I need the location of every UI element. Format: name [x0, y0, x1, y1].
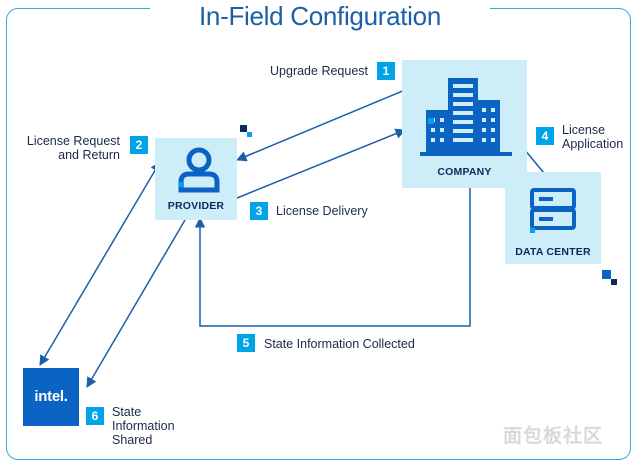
provider-label: PROVIDER — [167, 200, 225, 212]
intel-logo: intel. — [23, 368, 79, 426]
step-5-label: State Information Collected — [264, 337, 415, 351]
step-3-label: License Delivery — [276, 204, 368, 218]
arrow-license-request-return — [39, 161, 161, 366]
watermark: 面包板社区 — [503, 426, 604, 447]
data-center-label: DATA CENTER — [515, 246, 591, 258]
server-icon — [530, 188, 576, 233]
decor-square — [247, 132, 252, 137]
decor-square — [240, 125, 247, 132]
arrow-license-delivery — [236, 128, 406, 199]
arrow-state-collected — [194, 188, 471, 327]
step-2-badge: 2 — [130, 136, 148, 154]
company-label: COMPANY — [437, 166, 492, 178]
step-2-label: License Request and Return — [26, 134, 120, 162]
step-1-badge: 1 — [377, 62, 395, 80]
step-3-badge: 3 — [250, 202, 268, 220]
arrow-upgrade-request — [236, 89, 406, 162]
diagram-title: In-Field Configuration — [150, 0, 490, 32]
arrow-state-shared — [86, 219, 186, 388]
step-6-badge: 6 — [86, 407, 104, 425]
step-4-label: License Application — [562, 123, 624, 151]
building-icon — [420, 78, 512, 156]
person-icon — [178, 147, 220, 193]
step-4-badge: 4 — [536, 127, 554, 145]
decor-square — [611, 279, 617, 285]
decor-square — [602, 270, 611, 279]
step-5-badge: 5 — [237, 334, 255, 352]
step-6-label: State Information Shared — [112, 405, 175, 447]
step-1-label: Upgrade Request — [270, 64, 368, 78]
